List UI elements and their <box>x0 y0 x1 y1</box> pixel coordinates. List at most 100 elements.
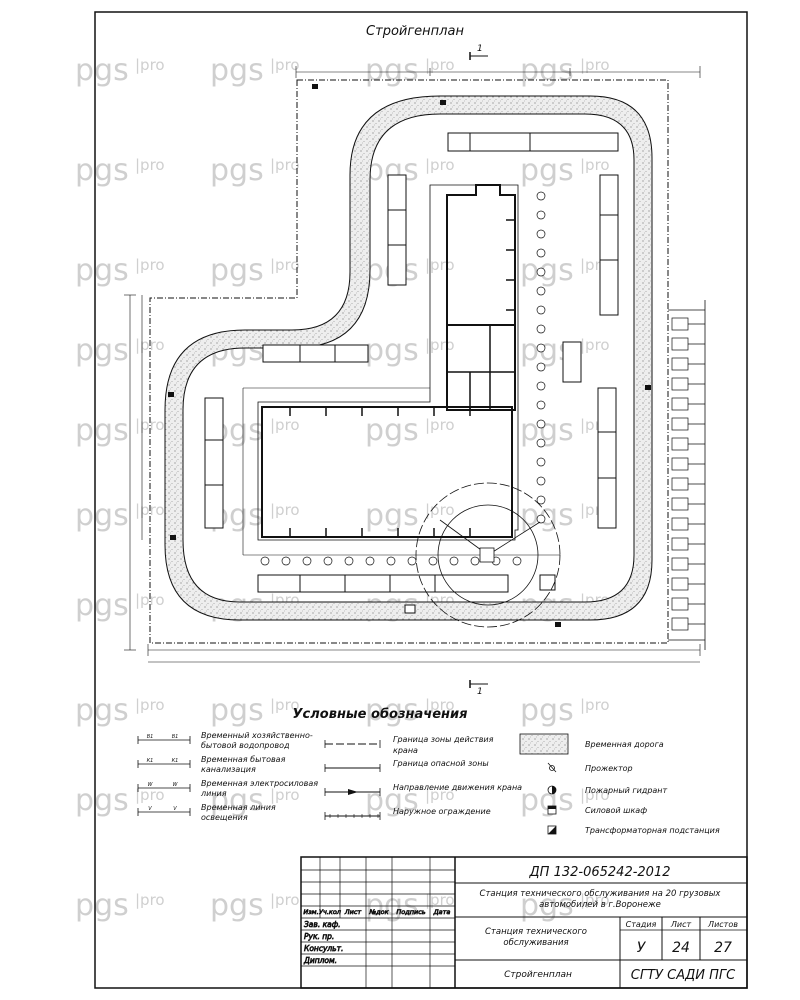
temporary-road <box>164 95 653 621</box>
watermark-sub: |pro <box>425 156 455 174</box>
watermark-sub: |pro <box>135 256 165 274</box>
legend-label: Трансформаторная подстанция <box>585 826 720 835</box>
legend-label: освещения <box>201 813 248 822</box>
watermark-main: pgs <box>365 333 419 368</box>
watermark-main: pgs <box>365 53 419 88</box>
watermark-sub: |pro <box>425 891 455 909</box>
svg-text:1: 1 <box>477 44 483 54</box>
stage-label: Стадия <box>626 920 657 929</box>
legend-label: крана <box>393 746 418 755</box>
stage-value: У <box>637 940 647 956</box>
legend-label: линия <box>200 789 227 798</box>
object-name-line-1: Станция технического <box>485 927 587 937</box>
watermark-sub: |pro <box>135 696 165 714</box>
watermark-main: pgs <box>365 783 419 818</box>
watermark-sub: |pro <box>270 786 300 804</box>
sheet-title: Стройгенплан <box>366 24 464 39</box>
watermark-main: pgs <box>365 413 419 448</box>
watermark-main: pgs <box>75 693 129 728</box>
watermark-main: pgs <box>75 783 129 818</box>
legend-line-code: К1 <box>147 758 154 764</box>
legend-label: Временная электросиловая <box>201 779 318 788</box>
legend-label: Направление движения крана <box>393 783 522 792</box>
legend-label: Пожарный гидрант <box>585 786 668 795</box>
watermark-main: pgs <box>75 153 129 188</box>
watermark-sub: |pro <box>580 156 610 174</box>
watermark-sub: |pro <box>425 696 455 714</box>
title-col-header: Изм. <box>303 908 318 916</box>
title-role: Консульт. <box>304 944 343 953</box>
floodlight-icon <box>547 762 557 773</box>
utility-boxes <box>671 317 705 631</box>
watermark-sub: |pro <box>425 56 455 74</box>
title-role: Диплом. <box>303 956 337 965</box>
watermark-main: pgs <box>520 53 574 88</box>
watermark-main: pgs <box>75 413 129 448</box>
legend-line-code: К1 <box>172 758 179 764</box>
watermark-main: pgs <box>210 783 264 818</box>
legend-label: Граница зоны действия <box>393 735 494 744</box>
watermark-main: pgs <box>520 498 574 533</box>
temporary-buildings <box>204 132 619 614</box>
watermark-sub: |pro <box>580 786 610 804</box>
legend-label: Силовой шкаф <box>585 806 647 815</box>
watermark-main: pgs <box>210 253 264 288</box>
watermark-sub: |pro <box>135 786 165 804</box>
crane-zones <box>415 482 561 628</box>
watermark-main: pgs <box>75 888 129 923</box>
title-col-header: Подпись <box>396 908 425 916</box>
title-role: Зав. каф. <box>304 920 341 929</box>
watermark-sub: |pro <box>580 891 610 909</box>
organization: СГТУ САДИ ПГС <box>631 968 736 983</box>
project-name-line-2: автомобилей в г.Воронеже <box>539 900 661 910</box>
title-col-header: Дата <box>433 908 451 916</box>
utility-strip <box>668 300 706 650</box>
svg-text:1: 1 <box>477 687 483 697</box>
axis-markers-right <box>536 191 546 524</box>
watermark-sub: |pro <box>580 696 610 714</box>
watermark-main: pgs <box>520 693 574 728</box>
watermark-sub: |pro <box>425 501 455 519</box>
watermark-main: pgs <box>520 153 574 188</box>
legend-line-code: V <box>173 806 177 812</box>
watermark-sub: |pro <box>270 56 300 74</box>
fire-hydrant-icon <box>547 785 557 795</box>
title-col-header: №док <box>368 908 388 916</box>
dimension-lines <box>124 66 701 663</box>
project-name-line-1: Станция технического обслуживания на 20 … <box>480 889 722 899</box>
title-col-header: Уч.кол <box>319 908 341 916</box>
sheet-number: 24 <box>672 940 690 956</box>
watermark-main: pgs <box>210 693 264 728</box>
watermark-main: pgs <box>75 53 129 88</box>
watermark-sub: |pro <box>580 56 610 74</box>
sheet-label: Лист <box>670 920 692 929</box>
legend-label: канализация <box>201 765 256 774</box>
legend-line-code: W <box>148 782 154 788</box>
watermark-sub: |pro <box>135 56 165 74</box>
watermark-sub: |pro <box>425 336 455 354</box>
legend-line-code: V <box>148 806 152 812</box>
sheets-total: 27 <box>714 940 732 956</box>
legend-label: Прожектор <box>585 764 633 773</box>
legend-label: Граница опасной зоны <box>393 759 489 768</box>
legend-label: Временная линия <box>201 803 276 812</box>
watermark-main: pgs <box>520 413 574 448</box>
watermark-sub: |pro <box>135 591 165 609</box>
legend-line-code: В1 <box>147 734 154 740</box>
legend-label: Временный хозяйственно- <box>201 731 313 740</box>
section-mark-top: 1 <box>469 44 488 60</box>
watermark-sub: |pro <box>270 256 300 274</box>
watermark-sub: |pro <box>425 786 455 804</box>
watermark-sub: |pro <box>270 891 300 909</box>
switch-cabinet-icon <box>547 805 557 815</box>
legend-label: бытовой водопровод <box>201 741 290 750</box>
sheets-label: Листов <box>707 920 738 929</box>
watermark-main: pgs <box>75 333 129 368</box>
watermark-main: pgs <box>75 588 129 623</box>
